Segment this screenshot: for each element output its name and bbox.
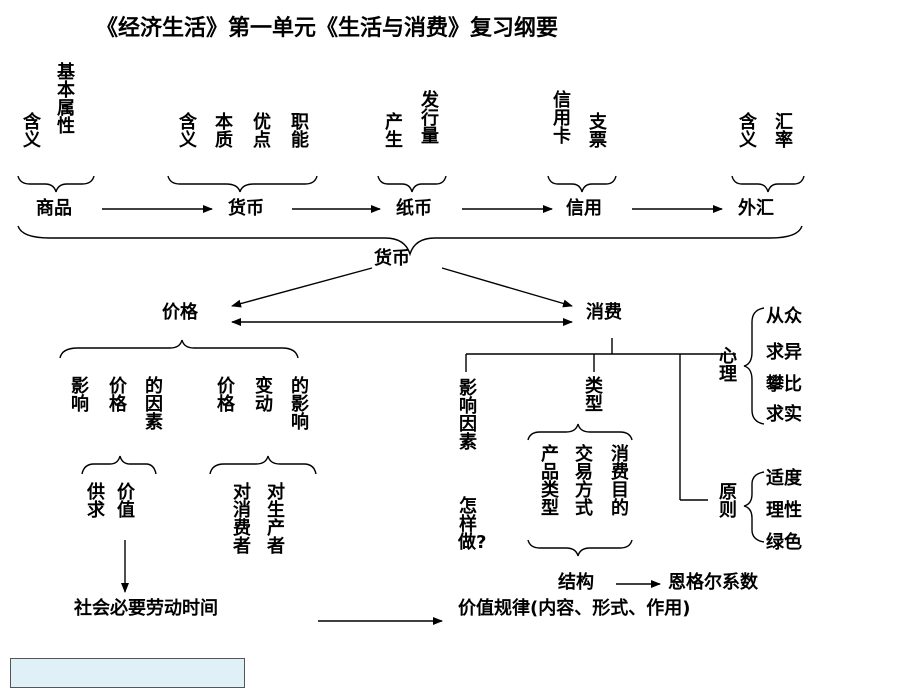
paper-issue: 发行量 (421, 90, 439, 147)
price-change-price: 价格 (217, 376, 235, 415)
money-essence: 本质 (215, 112, 233, 151)
structure: 结构 (558, 572, 594, 593)
psych-comparison: 攀比 (766, 374, 802, 395)
psych-practical: 求实 (766, 404, 802, 425)
brace-chain (17, 225, 803, 257)
impact-producer: 对生产者 (267, 482, 285, 557)
chain-paper: 纸币 (396, 198, 432, 219)
chain-money: 货币 (228, 198, 264, 219)
arrow-money-price (231, 267, 373, 308)
consumption-factors: 影响因素 (459, 378, 477, 453)
principle: 原则 (719, 482, 737, 521)
chain-commodity: 商品 (36, 198, 72, 219)
price-factor-price: 价格 (109, 376, 127, 415)
brace-principle (743, 471, 765, 543)
psych-conformity: 从众 (766, 306, 802, 327)
credit-card: 信用卡 (553, 90, 571, 147)
price-factor-affect: 影响 (71, 376, 89, 415)
brace-impact (209, 455, 317, 475)
how-to: 怎样做? (458, 496, 487, 553)
type-trade: 交易方式 (575, 444, 593, 519)
engel-coefficient: 恩格尔系数 (668, 572, 758, 593)
principle-green: 绿色 (766, 532, 802, 553)
brace-paper (377, 175, 447, 193)
money-function: 职能 (291, 112, 309, 151)
brace-types (527, 423, 633, 441)
money-meaning: 含义 (179, 112, 197, 151)
labor-time: 社会必要劳动时间 (74, 598, 218, 619)
brace-credit (547, 175, 617, 193)
value-law: 价值规律(内容、形式、作用) (458, 598, 691, 619)
chain-credit: 信用 (566, 198, 602, 219)
brace-commodity (17, 175, 95, 193)
psych-difference: 求异 (766, 342, 802, 363)
types: 类型 (585, 376, 603, 415)
chain-forex: 外汇 (738, 198, 774, 219)
node-consumption: 消费 (586, 302, 622, 323)
price-factor-reasons: 的因素 (145, 376, 163, 433)
commodity-meaning: 含义 (23, 112, 41, 151)
brace-types-bottom (527, 539, 633, 557)
brace-supply (81, 455, 157, 475)
value: 价值 (117, 482, 135, 521)
type-purpose: 消费目的 (611, 444, 629, 519)
brace-price (59, 339, 299, 359)
arrow-money-consumption (441, 267, 573, 308)
brace-forex (731, 175, 805, 193)
impact-consumer: 对消费者 (233, 482, 251, 557)
psychology: 心理 (719, 346, 737, 385)
paper-origin: 产生 (385, 112, 403, 151)
price-change-impact: 的影响 (291, 376, 309, 433)
price-change-change: 变动 (255, 376, 273, 415)
brace-psych (743, 307, 765, 425)
brace-money (167, 175, 318, 193)
center-money: 货币 (374, 248, 410, 269)
supply-demand: 供求 (87, 482, 105, 521)
principle-moderate: 适度 (766, 468, 802, 489)
blue-box (10, 658, 245, 688)
type-product: 产品类型 (541, 444, 559, 519)
principle-rational: 理性 (766, 500, 802, 521)
money-advantage: 优点 (253, 112, 271, 151)
page-title: 《经济生活》第一单元《生活与消费》复习纲要 (96, 15, 559, 41)
forex-meaning: 含义 (739, 112, 757, 151)
forex-rate: 汇率 (775, 112, 793, 151)
commodity-attribute: 基本属性 (57, 62, 75, 137)
node-price: 价格 (162, 302, 198, 323)
credit-check: 支票 (589, 112, 607, 151)
